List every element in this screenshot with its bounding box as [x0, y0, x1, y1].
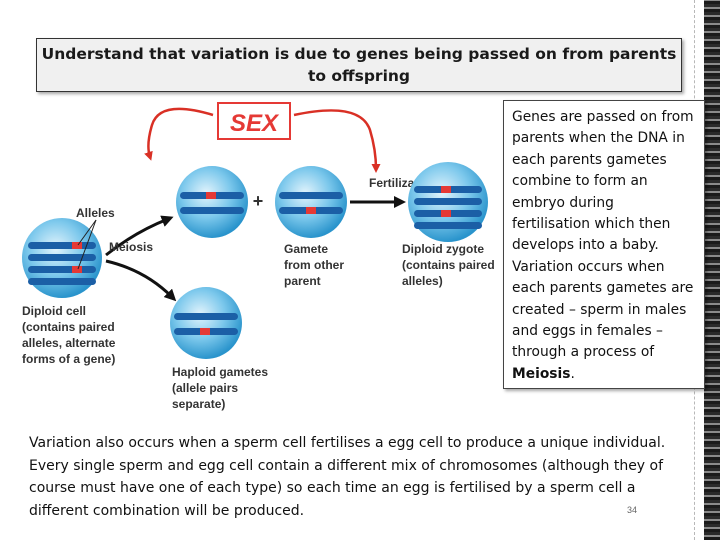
- chromosome: [414, 186, 482, 193]
- chromosome: [174, 328, 238, 335]
- red-arrow-left: [144, 107, 214, 161]
- chromosome: [28, 278, 96, 285]
- chromosome: [174, 313, 238, 320]
- haploid-gamete-cell: [170, 287, 242, 359]
- variation-paragraph: Variation also occurs when a sperm cell …: [29, 435, 666, 519]
- chromosome: [28, 254, 96, 261]
- gamete-other-parent-label: Gamete from other parent: [284, 242, 347, 288]
- chromosome: [414, 198, 482, 205]
- allele-pointer-line: [77, 219, 97, 246]
- plus-sign: +: [253, 191, 264, 211]
- alleles-label: Alleles: [76, 206, 115, 220]
- haploid-gametes-label: Haploid gametes (allele pairs separate): [172, 365, 271, 411]
- explanation-text: Genes are passed on from parents when th…: [512, 109, 694, 361]
- sex-label: SEX: [230, 110, 280, 137]
- chromosome: [279, 192, 343, 199]
- diploid-cell-label: Diploid cell (contains paired alleles, a…: [22, 304, 119, 366]
- page-number: 34: [627, 505, 638, 515]
- chromosome: [414, 222, 482, 229]
- edge-strip: [704, 0, 720, 540]
- red-arrow-right: [293, 109, 381, 173]
- gamete-cell-other-parent: [275, 166, 347, 238]
- meiosis-term: Meiosis: [512, 365, 571, 382]
- explanation-end: .: [570, 365, 575, 382]
- diploid-zygote-label: Diploid zygote (contains paired alleles): [402, 242, 498, 288]
- allele-pointer-line: [77, 219, 97, 270]
- diploid-cell: [22, 218, 102, 298]
- chromosome: [414, 210, 482, 217]
- chromosome: [180, 207, 244, 214]
- meiosis-arrow-down: [105, 259, 177, 302]
- slide-title: Understand that variation is due to gene…: [36, 38, 682, 92]
- diploid-zygote-cell: [408, 162, 488, 242]
- gamete-cell-top-left: [176, 166, 248, 238]
- sex-box: SEX: [217, 102, 291, 140]
- chromosome: [28, 266, 96, 273]
- chromosome: [180, 192, 244, 199]
- explanation-box: Genes are passed on from parents when th…: [503, 100, 705, 389]
- meiosis-arrow-up: [105, 215, 174, 257]
- meiosis-label: Meiosis: [109, 240, 153, 254]
- genetics-diagram: SEX + Fertilization: [22, 102, 498, 411]
- chromosome: [279, 207, 343, 214]
